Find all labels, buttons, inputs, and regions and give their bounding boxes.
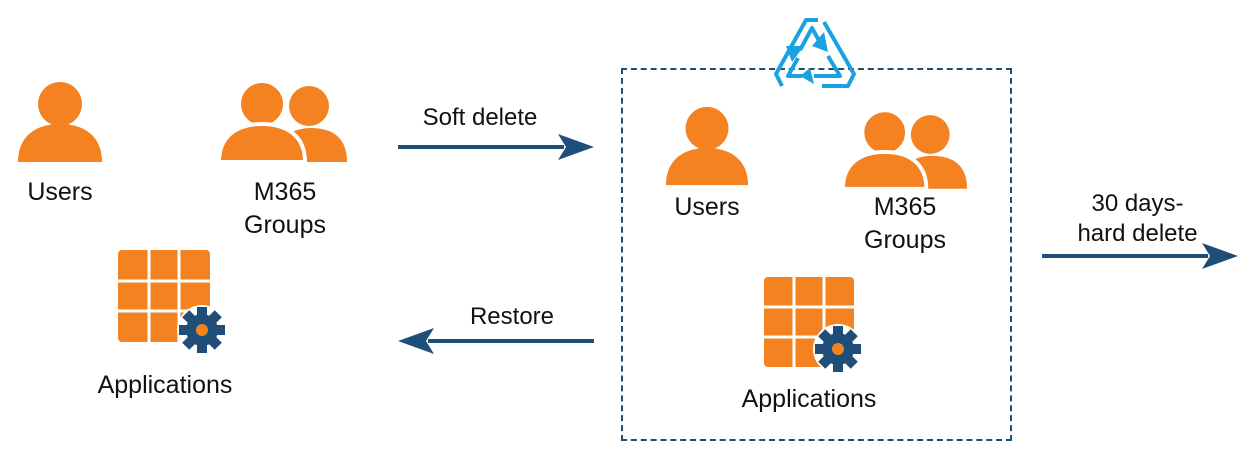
- hard-delete-arrow: [1042, 243, 1238, 269]
- group-icon: [843, 108, 968, 191]
- user-icon: [18, 82, 102, 162]
- hard-delete-label-line2: hard delete: [1077, 220, 1198, 247]
- recycle-bin-container: [621, 68, 1012, 441]
- group-icon: [219, 80, 347, 164]
- groups-label: M365 Groups: [850, 191, 960, 257]
- groups-label-line1: M365: [873, 193, 937, 221]
- applications-label: Applications: [741, 385, 877, 413]
- groups-label-line1: M365: [253, 178, 317, 206]
- hard-delete-label: 30 days- hard delete: [1050, 189, 1225, 249]
- users-label: Users: [27, 178, 93, 206]
- users-label: Users: [674, 193, 740, 221]
- applications-label: Applications: [97, 371, 233, 399]
- restore-label: Restore: [469, 303, 555, 330]
- soft-delete-arrow: [398, 134, 594, 160]
- user-icon: [665, 106, 749, 186]
- recycle-icon: [774, 18, 856, 88]
- app-grid-gear-icon: [764, 277, 863, 374]
- soft-delete-label: Soft delete: [422, 104, 538, 131]
- groups-label: M365 Groups: [230, 176, 340, 242]
- groups-label-line2: Groups: [244, 211, 326, 239]
- hard-delete-label-line1: 30 days-: [1091, 190, 1184, 217]
- groups-label-line2: Groups: [864, 226, 946, 254]
- restore-arrow: [398, 328, 594, 354]
- app-grid-gear-icon: [118, 250, 227, 355]
